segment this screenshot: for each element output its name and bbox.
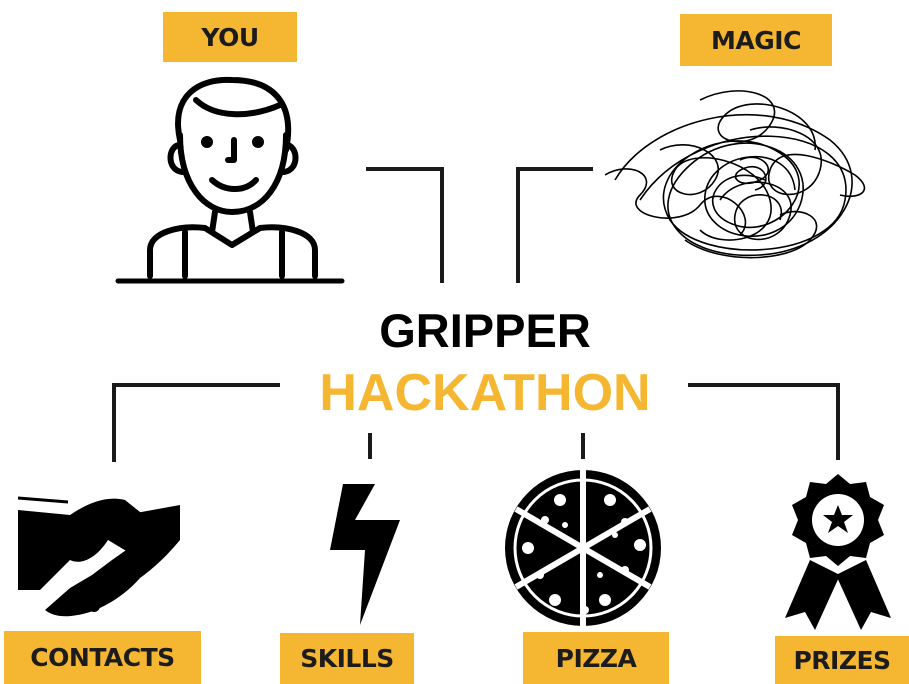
connectors: [112, 167, 840, 462]
node-skills-label: SKILLS: [280, 633, 414, 684]
connector-prizes: [688, 383, 840, 460]
node-contacts-label: CONTACTS: [4, 631, 201, 684]
person-icon: [115, 76, 345, 284]
node-you-label: YOU: [163, 12, 297, 62]
title-line-2: HACKATHON: [319, 364, 651, 422]
award-icon: [785, 474, 891, 630]
scribble-icon: [604, 90, 866, 259]
handshake-icon: [17, 496, 180, 617]
lightning-icon: [330, 484, 400, 625]
connector-contacts: [112, 383, 280, 462]
node-pizza-label: PIZZA: [523, 632, 669, 684]
connector-you: [366, 167, 444, 283]
connector-magic: [516, 167, 593, 283]
title-line-1: GRIPPER: [379, 304, 591, 357]
pizza-icon: [505, 470, 661, 626]
node-prizes-label: PRIZES: [775, 636, 909, 684]
node-magic-label: MAGIC: [680, 14, 832, 66]
